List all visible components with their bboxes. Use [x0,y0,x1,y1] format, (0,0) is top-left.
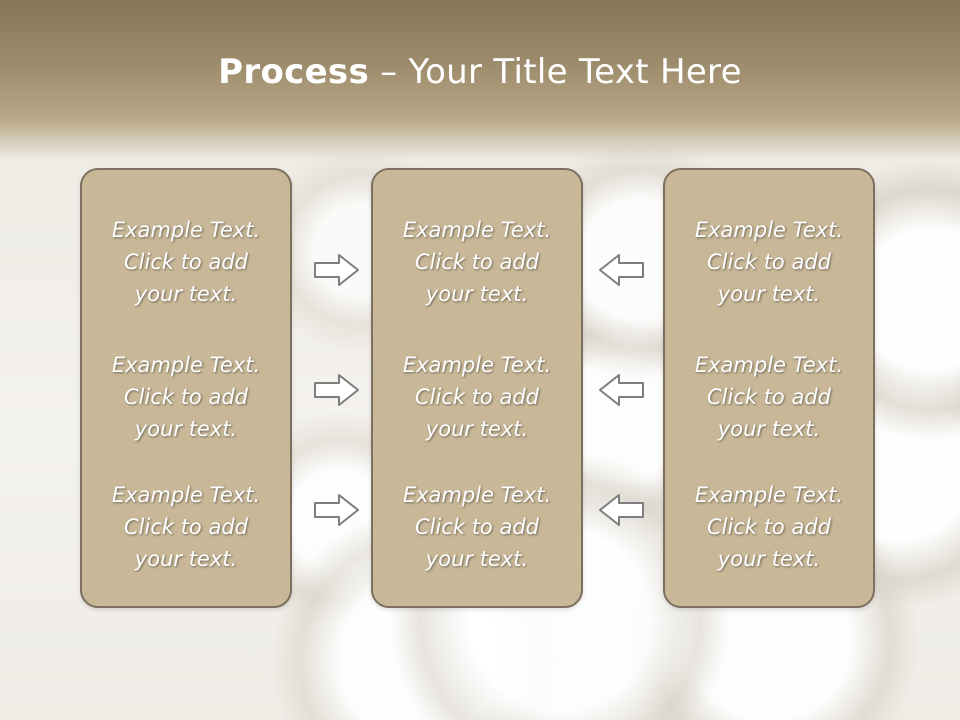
arrow-left-icon [599,254,644,286]
title-band [0,0,960,160]
placeholder-line: your text. [425,417,529,441]
placeholder-line: your text. [425,282,529,306]
placeholder-line: Example Text. [694,218,844,242]
text-placeholder[interactable]: Example Text. Click to add your text. [373,349,581,445]
placeholder-line: Click to add [414,250,539,274]
placeholder-line: your text. [134,417,238,441]
text-placeholder[interactable]: Example Text. Click to add your text. [82,479,290,575]
placeholder-line: Example Text. [111,218,261,242]
placeholder-line: your text. [717,417,821,441]
arrow-left-icon [599,494,644,526]
placeholder-line: Example Text. [402,218,552,242]
placeholder-line: Example Text. [111,483,261,507]
placeholder-line: your text. [425,547,529,571]
placeholder-line: your text. [717,547,821,571]
arrow-right-icon [314,374,359,406]
placeholder-line: your text. [134,547,238,571]
placeholder-line: Click to add [123,515,248,539]
placeholder-line: your text. [134,282,238,306]
title-bold: Process [218,52,370,92]
text-placeholder[interactable]: Example Text. Click to add your text. [82,349,290,445]
text-placeholder[interactable]: Example Text. Click to add your text. [665,349,873,445]
text-placeholder[interactable]: Example Text. Click to add your text. [373,214,581,310]
arrow-right-icon [314,254,359,286]
placeholder-line: Click to add [414,515,539,539]
text-placeholder[interactable]: Example Text. Click to add your text. [665,479,873,575]
placeholder-line: Example Text. [694,483,844,507]
text-placeholder[interactable]: Example Text. Click to add your text. [82,214,290,310]
placeholder-line: Example Text. [402,483,552,507]
title-rest: – Your Title Text Here [369,52,742,92]
process-box-left[interactable]: Example Text. Click to add your text. Ex… [80,168,292,608]
placeholder-line: Example Text. [694,353,844,377]
placeholder-line: Click to add [414,385,539,409]
placeholder-line: Click to add [706,515,831,539]
arrow-right-icon [314,494,359,526]
process-box-middle[interactable]: Example Text. Click to add your text. Ex… [371,168,583,608]
placeholder-line: Click to add [123,250,248,274]
slide-title[interactable]: Process – Your Title Text Here [0,52,960,92]
placeholder-line: Example Text. [402,353,552,377]
placeholder-line: Click to add [706,250,831,274]
placeholder-line: Example Text. [111,353,261,377]
placeholder-line: Click to add [123,385,248,409]
arrow-left-icon [599,374,644,406]
text-placeholder[interactable]: Example Text. Click to add your text. [373,479,581,575]
process-box-right[interactable]: Example Text. Click to add your text. Ex… [663,168,875,608]
placeholder-line: your text. [717,282,821,306]
placeholder-line: Click to add [706,385,831,409]
text-placeholder[interactable]: Example Text. Click to add your text. [665,214,873,310]
